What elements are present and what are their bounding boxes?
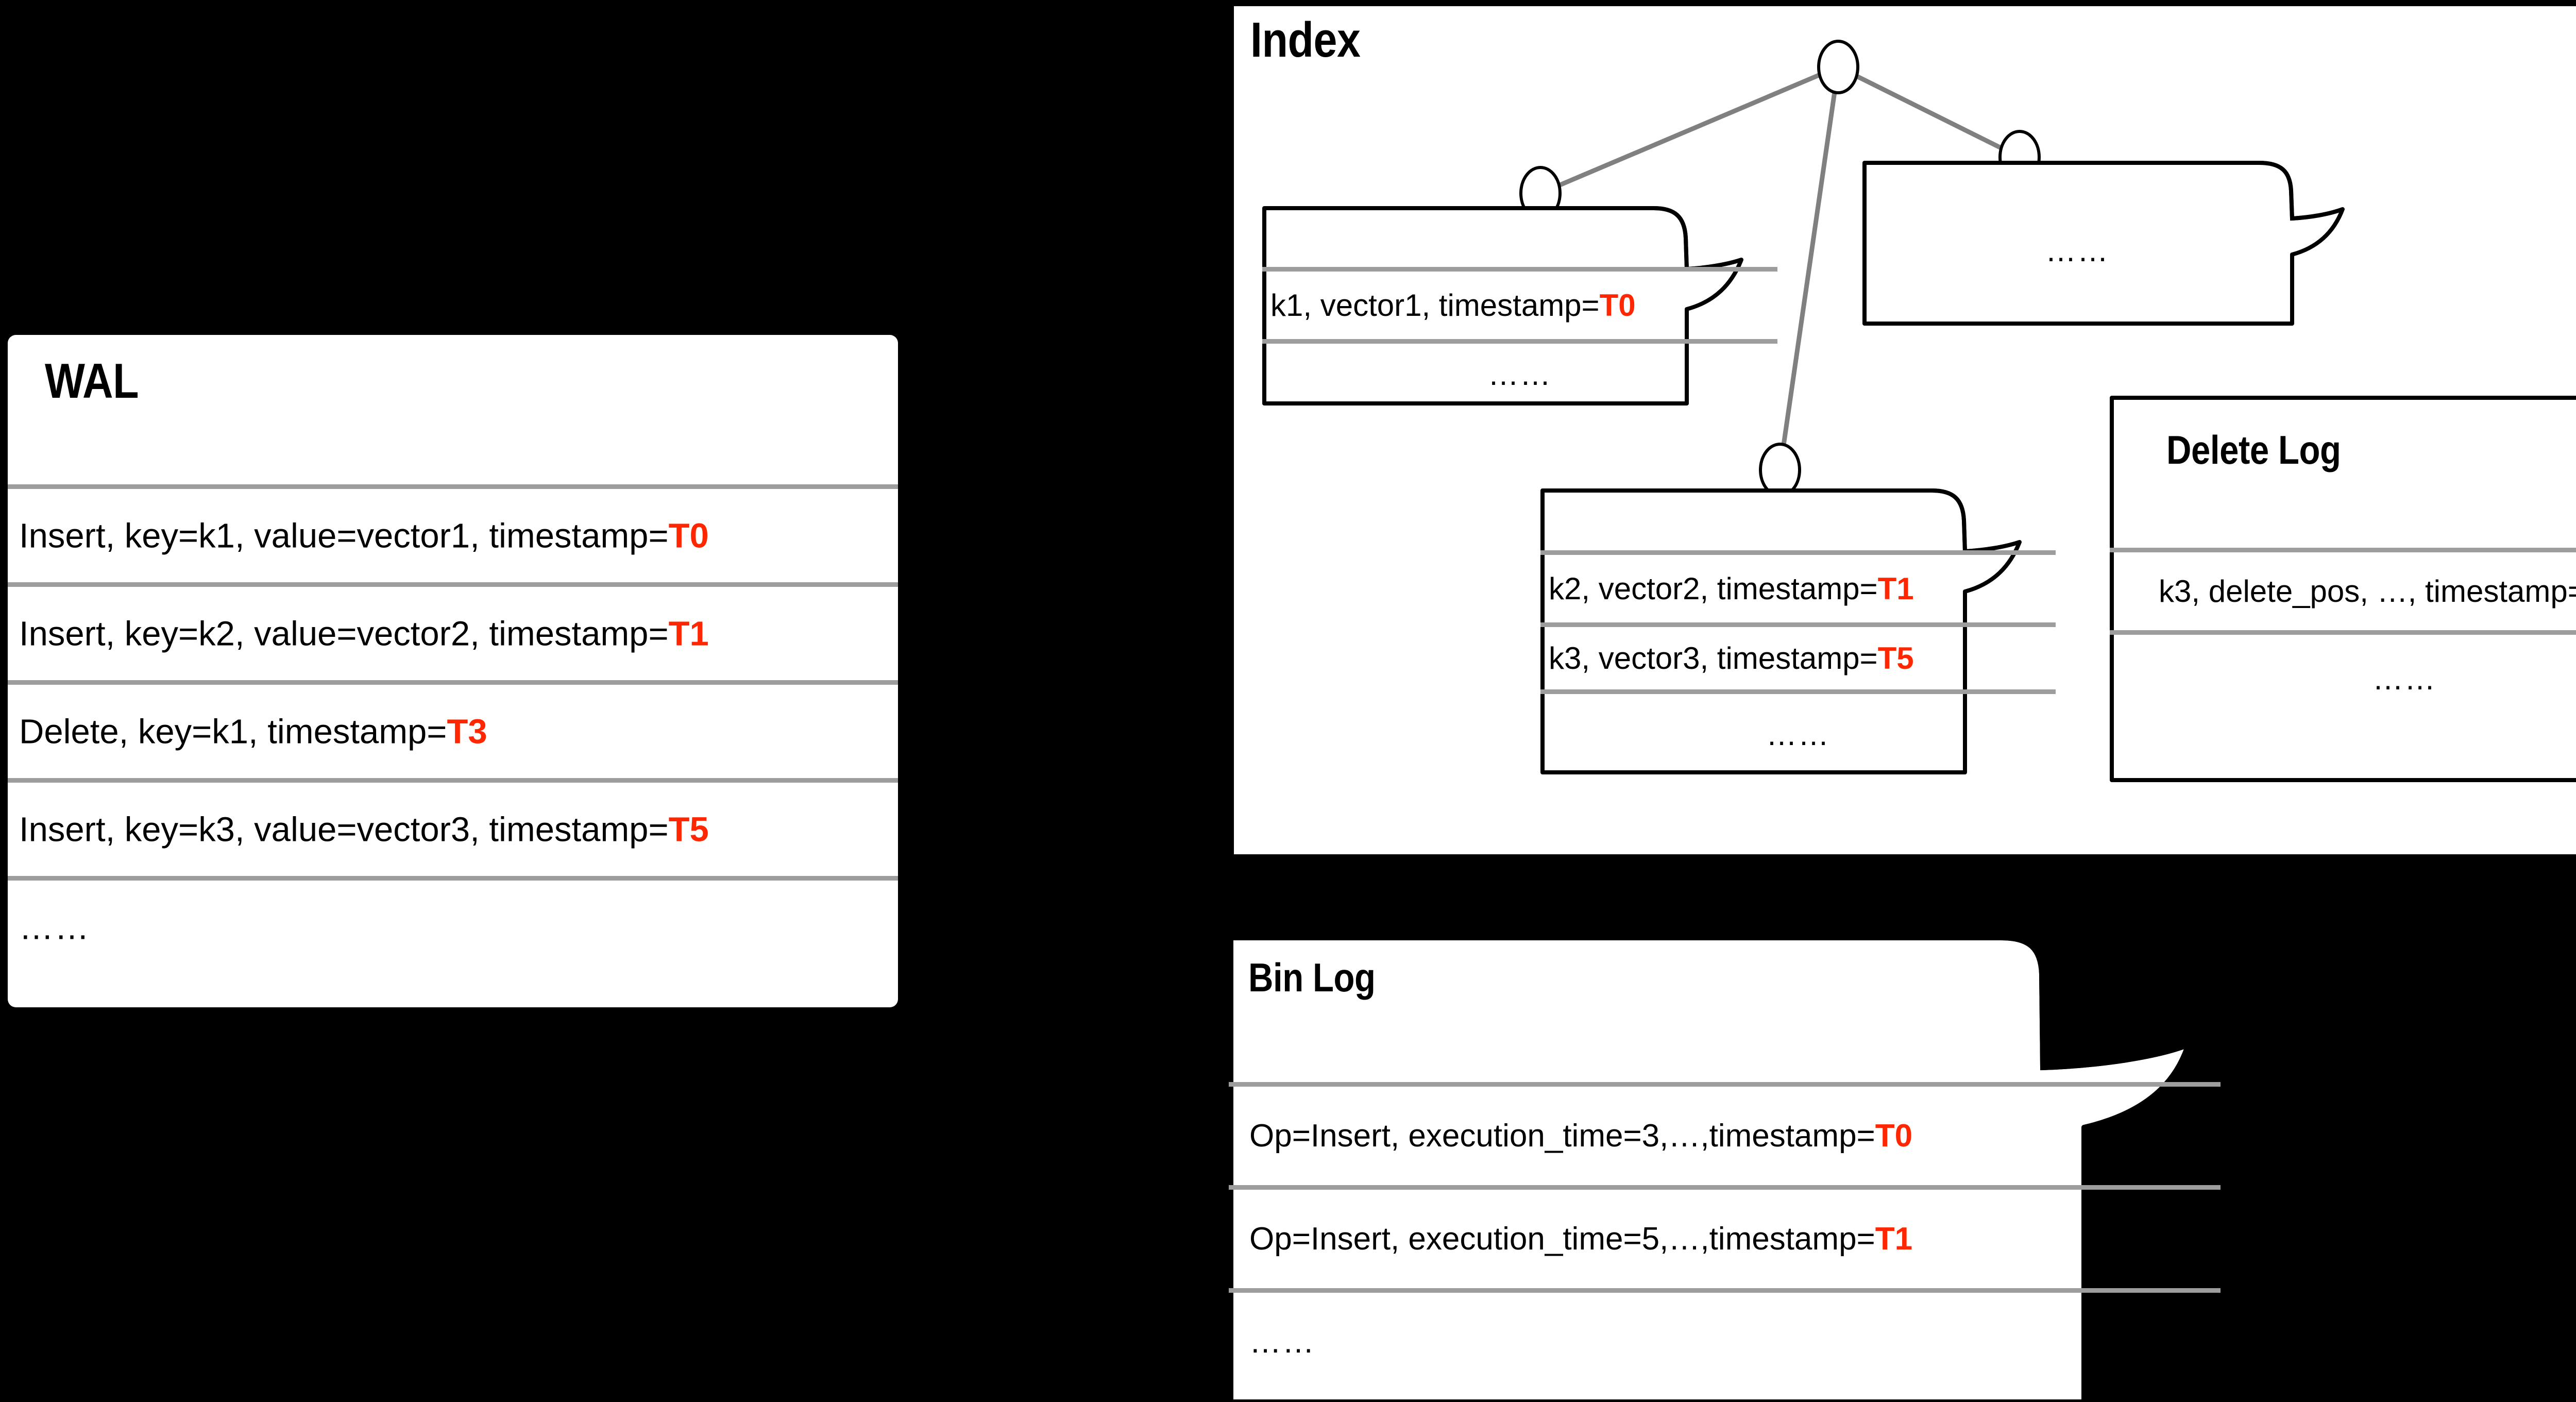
index-segment-row: k3, vector3, timestamp=T5	[1540, 622, 2056, 689]
index-segment-row-timestamp: T1	[1877, 571, 1914, 606]
wal-row-label: Insert, key=k1, value=vector1, timestamp…	[19, 516, 669, 555]
wal-row-timestamp: T3	[447, 712, 487, 751]
index-segment-row: ……	[1540, 689, 2056, 774]
index-segment-k2-k3-card: k2, vector2, timestamp=T1 k3, vector3, t…	[1540, 488, 2056, 774]
index-segment-row-ellipsis: ……	[1766, 717, 1830, 752]
bin-log-row-ellipsis: ……	[1249, 1324, 1315, 1360]
bin-log-rows: Op=Insert, execution_time=3,…,timestamp=…	[1229, 1082, 2221, 1391]
index-segment-row-text: k2, vector2, timestamp=T1	[1540, 571, 1914, 606]
bin-log-row-text: Op=Insert, execution_time=3,…,timestamp=…	[1229, 1118, 1912, 1154]
wal-row-timestamp: T5	[668, 810, 709, 849]
tree-edge-root-right	[1837, 64, 2021, 160]
tree-edge-root-left	[1539, 64, 1839, 196]
index-segment-ellipsis-card: ……	[1862, 161, 2360, 326]
document-fold-shape	[1229, 938, 2191, 1402]
wal-row-timestamp: T0	[668, 516, 709, 555]
wal-row-timestamp: T1	[668, 614, 709, 653]
bin-log-card: Bin Log Op=Insert, execution_time=3,…,ti…	[1229, 938, 2221, 1402]
wal-row-ellipsis: ……	[19, 908, 90, 947]
document-fold-shape	[1540, 488, 2022, 774]
delete-log-row-ellipsis: ……	[2372, 662, 2436, 696]
index-segment-row-label: k1, vector1, timestamp=	[1270, 288, 1600, 323]
index-segment-row: ……	[1262, 339, 1777, 405]
index-panel: Index k1, vecto	[1234, 6, 2576, 854]
bin-log-row-label: Op=Insert, execution_time=3,…,timestamp=	[1249, 1118, 1875, 1154]
bin-log-row: Op=Insert, execution_time=5,…,timestamp=…	[1229, 1185, 2221, 1288]
delete-log-row: k3, delete_pos, …, timestamp=T3	[2110, 548, 2576, 630]
delete-log-card: Delete Log k3, delete_pos, …, timestamp=…	[2110, 396, 2576, 782]
wal-row: Insert, key=k3, value=vector3, timestamp…	[8, 778, 898, 876]
wal-title: WAL	[45, 353, 139, 409]
bin-log-row-timestamp: T0	[1875, 1118, 1913, 1154]
document-fold-shape	[1862, 161, 2345, 326]
index-segment-row-text: k1, vector1, timestamp=T0	[1262, 288, 1636, 323]
delete-log-rows: k3, delete_pos, …, timestamp=T3 ……	[2110, 548, 2576, 723]
bin-log-row: Op=Insert, execution_time=3,…,timestamp=…	[1229, 1082, 2221, 1185]
tree-node-bottom	[1759, 443, 1801, 497]
index-segment-ellipsis-text: ……	[2045, 233, 2109, 268]
index-segment-row-text: k3, vector3, timestamp=T5	[1540, 640, 1914, 676]
bin-log-row-timestamp: T1	[1875, 1221, 1913, 1257]
wal-row-label: Insert, key=k3, value=vector3, timestamp…	[19, 810, 669, 849]
wal-row-list: Insert, key=k1, value=vector1, timestamp…	[8, 484, 898, 974]
bin-log-row-text: Op=Insert, execution_time=5,…,timestamp=…	[1229, 1221, 1912, 1257]
index-segment-row-label: k3, vector3, timestamp=	[1549, 641, 1878, 675]
tree-root-node	[1817, 40, 1859, 94]
wal-panel: WAL Insert, key=k1, value=vector1, times…	[8, 335, 898, 1007]
index-segment-row-timestamp: T5	[1877, 641, 1914, 675]
wal-row: Insert, key=k2, value=vector2, timestamp…	[8, 582, 898, 680]
wal-row-label: Delete, key=k1, timestamp=	[19, 712, 447, 751]
wal-row-label: Insert, key=k2, value=vector2, timestamp…	[19, 614, 669, 653]
wal-row: Delete, key=k1, timestamp=T3	[8, 680, 898, 778]
delete-log-row-text: k3, delete_pos, …, timestamp=T3	[2110, 573, 2576, 609]
delete-log-title: Delete Log	[2166, 427, 2341, 472]
index-title: Index	[1250, 12, 1361, 67]
document-fold-shape	[2110, 396, 2576, 782]
index-segment-k2-k3-rows: k2, vector2, timestamp=T1 k3, vector3, t…	[1540, 550, 2056, 774]
bin-log-title: Bin Log	[1248, 955, 1376, 1000]
document-fold-shape	[1262, 206, 1743, 406]
tree-edge-root-bottom	[1777, 66, 1841, 470]
wal-row-text: Insert, key=k2, value=vector2, timestamp…	[19, 614, 709, 653]
bin-log-row-label: Op=Insert, execution_time=5,…,timestamp=	[1249, 1221, 1875, 1257]
wal-row-text: Delete, key=k1, timestamp=T3	[19, 712, 487, 751]
index-segment-row-label: k2, vector2, timestamp=	[1549, 571, 1878, 606]
index-segment-row: k2, vector2, timestamp=T1	[1540, 550, 2056, 622]
delete-log-row: ……	[2110, 630, 2576, 723]
wal-row-text: Insert, key=k1, value=vector1, timestamp…	[19, 516, 709, 555]
wal-row: Insert, key=k1, value=vector1, timestamp…	[8, 484, 898, 582]
wal-row: ……	[8, 876, 898, 974]
bin-log-row: ……	[1229, 1288, 2221, 1391]
wal-row-text: Insert, key=k3, value=vector3, timestamp…	[19, 809, 709, 849]
index-segment-k1-card: k1, vector1, timestamp=T0 ……	[1262, 206, 1777, 406]
index-segment-row-timestamp: T0	[1599, 288, 1636, 323]
index-segment-k1-rows: k1, vector1, timestamp=T0 ……	[1262, 267, 1777, 405]
delete-log-row-label: k3, delete_pos, …, timestamp=	[2159, 574, 2576, 609]
index-segment-row: k1, vector1, timestamp=T0	[1262, 267, 1777, 339]
index-segment-row-ellipsis: ……	[1488, 357, 1552, 392]
